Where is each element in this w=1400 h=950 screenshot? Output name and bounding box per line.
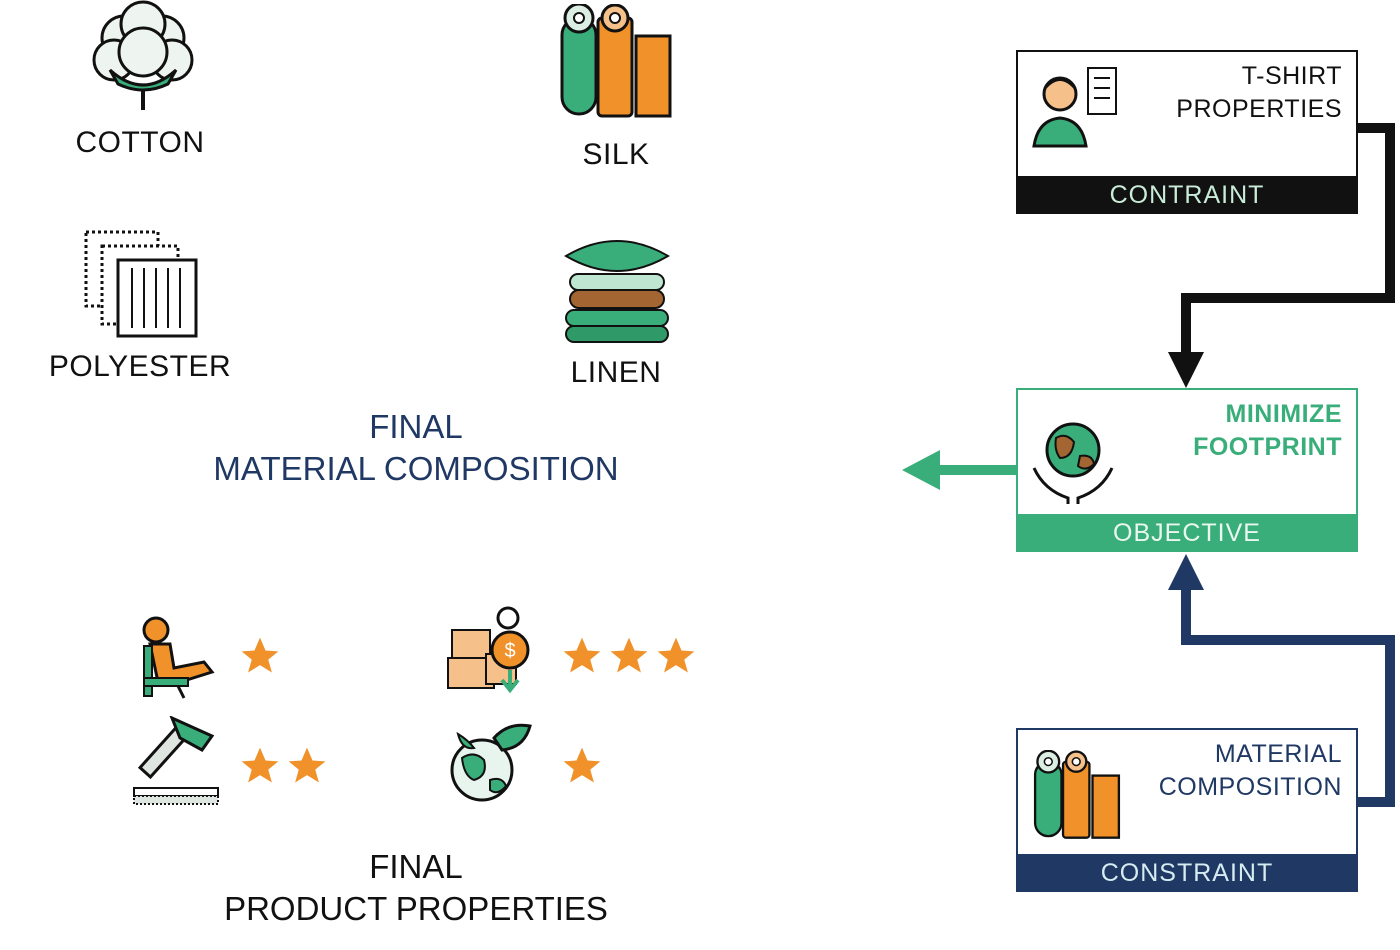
material-box-footer: CONSTRAINT	[1018, 854, 1356, 890]
tshirt-box-footer: CONTRAINT	[1018, 176, 1356, 212]
product-heading: FINAL PRODUCT PROPERTIES	[116, 846, 716, 930]
silk-label: SILK	[582, 138, 650, 171]
black-arrowhead	[1168, 352, 1204, 388]
tshirt-title-line2: PROPERTIES	[1176, 95, 1342, 123]
tshirt-title-line1: T-SHIRT	[1241, 62, 1342, 90]
navy-arrowhead	[1168, 554, 1204, 590]
linen-icon	[562, 236, 672, 346]
eco-globe-icon	[444, 720, 534, 810]
objective-box-footer: OBJECTIVE	[1018, 514, 1356, 550]
cotton-icon	[88, 0, 198, 112]
star-icon	[610, 637, 648, 673]
material-heading: FINAL MATERIAL COMPOSITION	[116, 406, 716, 490]
linen-label: LINEN	[570, 356, 662, 389]
hammer-icon	[132, 715, 220, 808]
engineer-icon	[1030, 66, 1120, 156]
cost-stars	[560, 634, 698, 678]
objective-box: MINIMIZE FOOTPRINT OBJECTIVE	[1016, 388, 1358, 552]
globe-hands-icon	[1030, 418, 1116, 506]
material-composition-box: MATERIAL COMPOSITION CONSTRAINT	[1016, 728, 1358, 892]
tshirt-properties-box: T-SHIRT PROPERTIES CONTRAINT	[1016, 50, 1358, 214]
star-icon	[241, 747, 279, 783]
material-heading-line2: MATERIAL COMPOSITION	[213, 450, 619, 487]
star-icon	[241, 637, 279, 673]
material-heading-line1: FINAL	[369, 408, 463, 445]
star-icon	[288, 747, 326, 783]
cost-icon: $	[446, 604, 534, 694]
svg-text:$: $	[504, 640, 515, 662]
comfort-stars	[238, 634, 282, 678]
constraint-arrow-black	[1181, 123, 1395, 360]
tshirt-box-title: T-SHIRT PROPERTIES	[1176, 60, 1342, 126]
star-icon	[563, 637, 601, 673]
fabric-rolls-icon	[1032, 749, 1122, 840]
objective-title-line1: MINIMIZE	[1225, 400, 1342, 428]
sustainability-stars	[560, 744, 604, 788]
material-title-line2: COMPOSITION	[1158, 773, 1342, 801]
objective-box-title: MINIMIZE FOOTPRINT	[1193, 398, 1342, 464]
star-icon	[657, 637, 695, 673]
star-icon	[563, 747, 601, 783]
material-title-line1: MATERIAL	[1214, 740, 1342, 768]
durability-stars	[238, 744, 329, 788]
silk-icon	[558, 2, 674, 118]
green-arrowhead	[902, 450, 940, 490]
relax-icon	[134, 612, 218, 700]
cotton-label: COTTON	[75, 126, 205, 159]
polyester-icon	[82, 228, 200, 340]
material-box-title: MATERIAL COMPOSITION	[1159, 738, 1342, 804]
product-heading-line2: PRODUCT PROPERTIES	[224, 890, 608, 927]
objective-title-line2: FOOTPRINT	[1193, 433, 1342, 461]
constraint-arrow-navy	[1181, 580, 1395, 807]
polyester-label: POLYESTER	[48, 350, 232, 383]
product-heading-line1: FINAL	[369, 848, 463, 885]
